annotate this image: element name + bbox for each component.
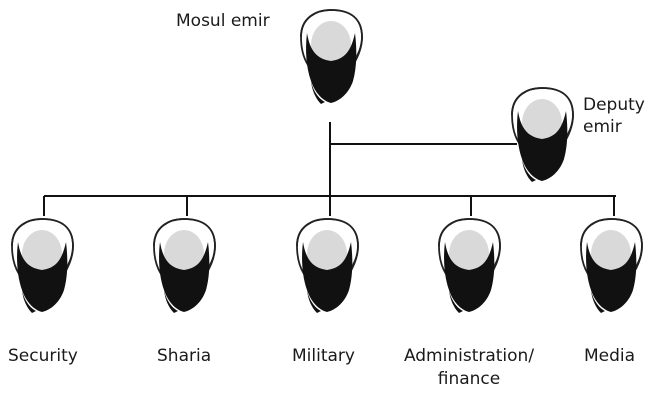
admin-label-line1: Administration/ xyxy=(403,346,535,366)
deputy-emir-head-icon xyxy=(511,87,574,183)
mosul-emir-head-icon xyxy=(300,9,363,105)
media-head-icon xyxy=(580,218,643,314)
mosul-emir-label: Mosul emir xyxy=(176,11,270,31)
military-head-icon xyxy=(296,218,359,314)
military-label: Military xyxy=(292,346,355,366)
admin-head-icon xyxy=(438,218,501,314)
sharia-head-icon xyxy=(153,218,216,314)
media-label: Media xyxy=(584,346,636,366)
deputy-emir-label-line2: emir xyxy=(583,117,622,137)
deputy-emir-label-line1: Deputy xyxy=(583,95,645,115)
admin-label-line2: finance xyxy=(437,369,501,389)
sharia-label: Sharia xyxy=(157,346,212,366)
security-head-icon xyxy=(11,218,74,314)
security-label: Security xyxy=(8,346,78,366)
